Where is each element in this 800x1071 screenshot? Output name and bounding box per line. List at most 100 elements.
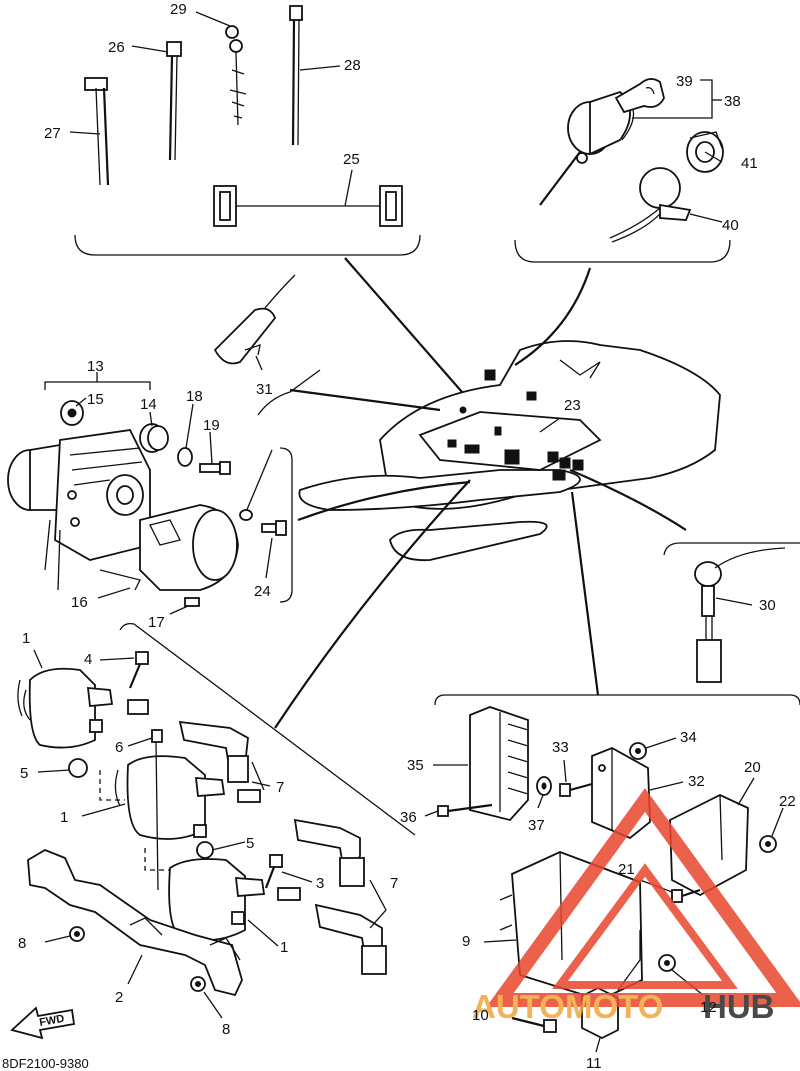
part-35-rectifier <box>469 706 529 822</box>
part-12-nut <box>658 954 676 972</box>
part-2-bracket <box>27 849 243 997</box>
part-17-screw <box>184 597 200 607</box>
callout-15: 15 <box>87 391 104 408</box>
callout-34: 34 <box>680 729 697 746</box>
part-13-starter <box>7 429 151 591</box>
watermark-triangle-inner <box>552 863 738 989</box>
watermark-triangle-outer <box>486 788 800 1007</box>
part-15-washer <box>60 400 84 426</box>
fwd-label: FWD <box>38 1013 65 1029</box>
diagram-code: 8DF2100-9380 <box>2 1056 89 1071</box>
callout-5-a: 5 <box>20 765 28 782</box>
callout-14: 14 <box>140 396 157 413</box>
callout-11: 11 <box>586 1055 602 1071</box>
callout-17: 17 <box>148 614 165 631</box>
callout-26: 26 <box>108 39 125 56</box>
callout-7-b: 7 <box>390 875 398 892</box>
callout-38: 38 <box>724 93 741 110</box>
callout-36: 36 <box>400 809 417 826</box>
part-22-nut <box>759 835 777 853</box>
part-4-bolt <box>128 651 149 689</box>
part-28-cable-tie <box>289 5 303 146</box>
callout-20: 20 <box>744 759 761 776</box>
part-7-cap-c <box>314 903 387 975</box>
part-30-sensor <box>663 542 800 683</box>
watermark-hub: HUB <box>703 988 775 1025</box>
part-5-grommet-a <box>68 758 88 778</box>
part-16-relay <box>99 504 239 591</box>
callout-21: 21 <box>618 861 635 878</box>
part-38-main-switch <box>539 90 635 206</box>
snowmobile-body <box>274 257 721 729</box>
part-1-coil-c <box>168 858 301 942</box>
part-24-lead <box>239 449 287 536</box>
starter-relay-group <box>7 372 293 615</box>
callout-4: 4 <box>84 651 92 668</box>
callout-1-a: 1 <box>22 630 30 647</box>
callout-37: 37 <box>528 817 545 834</box>
callout-30: 30 <box>759 597 776 614</box>
part-7-cap-a <box>178 720 249 783</box>
callout-28: 28 <box>344 57 361 74</box>
callout-16: 16 <box>71 594 88 611</box>
callout-23: 23 <box>564 397 581 414</box>
callout-18: 18 <box>186 388 203 405</box>
part-3-bolt <box>264 854 283 889</box>
part-26-cable-tie <box>166 41 182 161</box>
callout-40: 40 <box>722 217 739 234</box>
fwd-arrow: FWD <box>10 1006 76 1040</box>
callout-32: 32 <box>688 773 705 790</box>
callout-3: 3 <box>316 875 324 892</box>
callout-5-b: 5 <box>246 835 254 852</box>
callout-1-c: 1 <box>280 939 288 956</box>
part-34-nut <box>629 742 647 760</box>
watermark-logo: AUTO MOTO HUB <box>472 788 800 1025</box>
watermark-auto: AUTO <box>472 988 565 1025</box>
callout-25: 25 <box>343 151 360 168</box>
callout-22: 22 <box>779 793 796 810</box>
watermark-moto: MOTO <box>565 988 663 1025</box>
part-29-clamp <box>225 25 247 126</box>
callout-27: 27 <box>44 125 61 142</box>
part-8-nut-a <box>69 926 85 942</box>
part-10-bolt <box>511 1016 557 1033</box>
part-7-cap-b <box>293 818 365 887</box>
part-18-washer <box>177 447 193 467</box>
part-25-lead <box>213 185 403 227</box>
part-33-bolt <box>559 782 593 797</box>
callout-13: 13 <box>87 358 104 375</box>
callout-41: 41 <box>741 155 758 172</box>
callout-24: 24 <box>254 583 271 600</box>
callout-35: 35 <box>407 757 424 774</box>
callout-39: 39 <box>676 73 693 90</box>
callout-7-a: 7 <box>276 779 284 796</box>
part-14-grommet <box>139 423 169 453</box>
part-8-nut-b <box>190 976 206 992</box>
part-5-grommet-b <box>196 841 214 859</box>
callout-10: 10 <box>472 1007 489 1024</box>
callout-9: 9 <box>462 933 470 950</box>
cdi-regulator-group <box>424 694 800 1053</box>
ignition-coil-group <box>17 622 416 1019</box>
part-39-key <box>614 78 665 114</box>
part-1-coil-b <box>114 755 261 840</box>
part-37-washer <box>536 776 552 796</box>
callout-19: 19 <box>203 417 220 434</box>
part-40-knob <box>609 167 692 243</box>
callout-labels: 29 26 28 27 25 39 38 41 40 31 23 13 15 1… <box>18 1 796 1071</box>
callout-29: 29 <box>170 1 187 18</box>
part-27-band <box>84 77 110 186</box>
callout-1-b: 1 <box>60 809 68 826</box>
wire-ties-group <box>69 5 421 256</box>
callout-33: 33 <box>552 739 569 756</box>
part-19-bolt <box>199 461 231 475</box>
callout-8-a: 8 <box>18 935 26 952</box>
callout-2: 2 <box>115 989 123 1006</box>
main-switch-group <box>514 78 731 263</box>
callout-12: 12 <box>700 999 717 1016</box>
part-21-bolt <box>671 888 701 903</box>
callout-8-b: 8 <box>222 1021 230 1038</box>
callout-31: 31 <box>256 381 273 398</box>
